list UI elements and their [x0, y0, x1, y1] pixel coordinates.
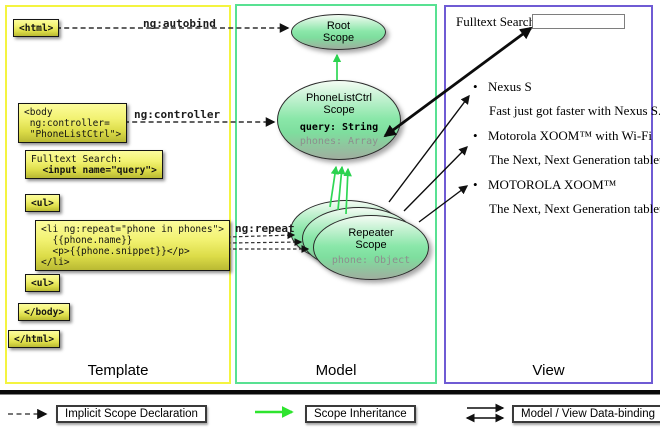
- ul-close-tag-box: <ul>: [25, 274, 60, 292]
- list-item-description: Fast just got faster with Nexus S.: [489, 103, 660, 118]
- view-column-title: View: [532, 362, 565, 379]
- model-column-title: Model: [315, 362, 357, 379]
- list-item-description: The Next, Next Generation tablet.: [489, 201, 660, 216]
- ng-autobind-label: ng:autobind: [143, 17, 216, 30]
- template-column: [5, 5, 231, 384]
- ul-open-tag-box: <ul>: [25, 194, 60, 212]
- query-property: query: String: [299, 122, 379, 133]
- body-ng-controller-box: <body ng:controller= "PhoneListCtrl">: [18, 103, 128, 143]
- phonelistctrl-scope-ellipse: PhoneListCtrl Scope query: String phones…: [277, 80, 401, 160]
- template-column-title: Template: [87, 362, 149, 379]
- fulltext-search-input[interactable]: [532, 14, 625, 29]
- html-open-tag-box: <html>: [13, 19, 60, 37]
- legend-scope-inheritance: Scope Inheritance: [305, 405, 416, 423]
- item-title-text: Nexus S: [488, 79, 532, 94]
- phonelistctrl-scope-label: PhoneListCtrl Scope: [305, 92, 373, 116]
- root-scope-ellipse: Root Scope: [291, 14, 386, 50]
- ng-repeat-label: ng:repeat: [235, 222, 295, 235]
- fulltext-input-code-box: Fulltext Search: <input name="query">: [25, 150, 163, 179]
- repeater-scope-label: Repeater Scope: [348, 227, 394, 252]
- fulltext-code-label: Fulltext Search:: [31, 153, 123, 165]
- list-item-title: MOTOROLA XOOM™: [473, 177, 616, 193]
- repeater-scope-props: phone: Object: [332, 255, 410, 268]
- legend-implicit-scope-declaration: Implicit Scope Declaration: [56, 405, 207, 423]
- list-item-title: Motorola XOOM™ with Wi-Fi: [473, 128, 652, 144]
- bullet-icon: [473, 177, 488, 193]
- phonelistctrl-scope-props: query: String phones: Array: [300, 121, 378, 148]
- input-query-code: <input name="query">: [31, 164, 157, 176]
- li-ng-repeat-box: <li ng:repeat="phone in phones"> {{phone…: [35, 220, 231, 271]
- model-column: [235, 4, 437, 384]
- list-item-title: Nexus S: [473, 79, 532, 95]
- ng-controller-label: ng:controller: [134, 108, 221, 121]
- bullet-icon: [473, 128, 488, 144]
- item-title-text: Motorola XOOM™ with Wi-Fi: [488, 128, 653, 143]
- root-scope-label: Root Scope: [322, 20, 355, 44]
- view-fulltext-search-label: Fulltext Search:: [456, 14, 539, 29]
- phone-property: phone: Object: [331, 255, 411, 267]
- list-item-description: The Next, Next Generation tablet.: [489, 152, 660, 167]
- html-close-tag-box: </html>: [8, 330, 61, 348]
- legend-separator-line: [0, 390, 660, 395]
- item-title-text: MOTOROLA XOOM™: [488, 177, 617, 192]
- body-close-tag-box: </body>: [18, 303, 71, 321]
- repeater-scope-ellipse: Repeater Scope phone: Object: [313, 215, 429, 280]
- bullet-icon: [473, 79, 488, 95]
- legend-model-view-databinding: Model / View Data-binding: [512, 405, 660, 423]
- phones-property: phones: Array: [299, 135, 379, 147]
- view-column: [444, 5, 653, 384]
